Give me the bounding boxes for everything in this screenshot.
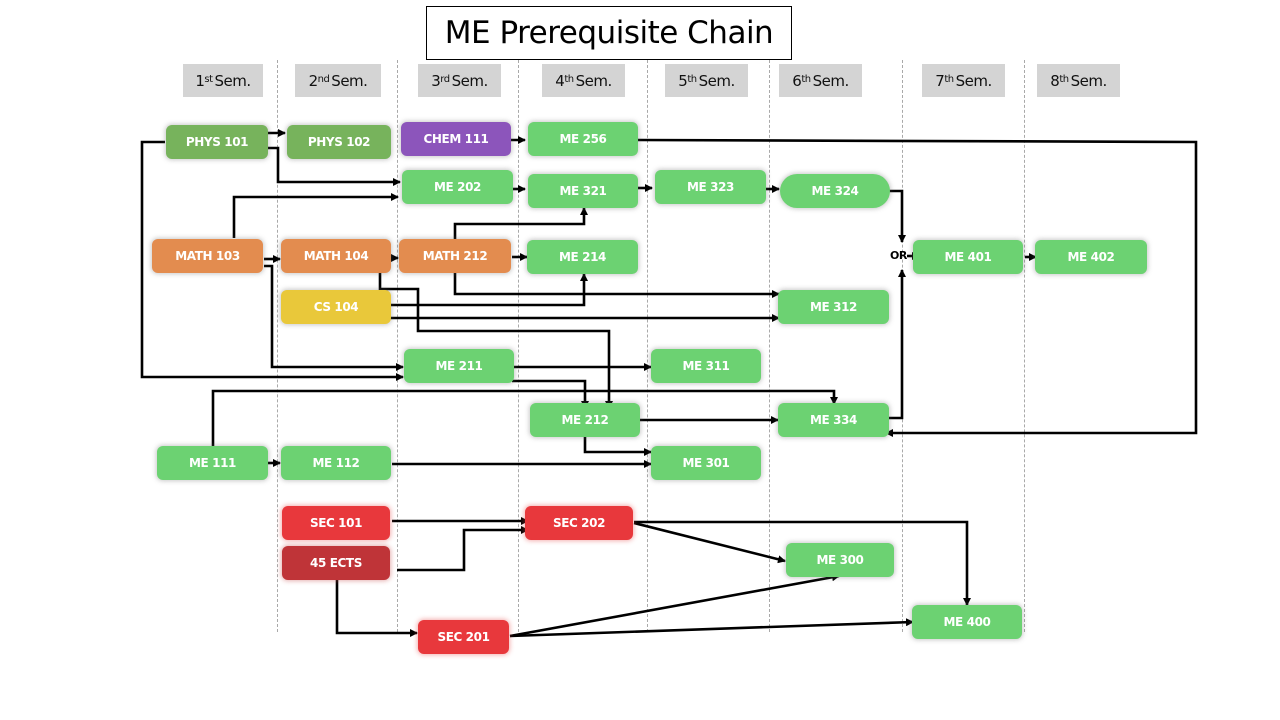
semester-number: 5 bbox=[678, 71, 688, 90]
semester-number: 3 bbox=[431, 71, 441, 90]
course-node-me402[interactable]: ME 402 bbox=[1035, 240, 1147, 274]
course-node-me202[interactable]: ME 202 bbox=[402, 170, 513, 204]
semester-number: 7 bbox=[935, 71, 945, 90]
edge-math212-me321 bbox=[453, 207, 588, 240]
course-node-me334[interactable]: ME 334 bbox=[778, 403, 889, 437]
course-node-phys101[interactable]: PHYS 101 bbox=[166, 125, 268, 159]
edge-sec201-me300 bbox=[509, 573, 840, 638]
edge-me256-me334 bbox=[637, 138, 1198, 437]
or-junction-label: OR bbox=[890, 249, 907, 262]
semester-divider bbox=[518, 60, 519, 632]
edge-sec201-me400 bbox=[509, 618, 914, 638]
edge-math103-me211 bbox=[264, 264, 404, 371]
course-node-math104[interactable]: MATH 104 bbox=[281, 239, 391, 273]
semester-label: Sem. bbox=[1070, 71, 1108, 90]
course-node-me256[interactable]: ME 256 bbox=[528, 122, 638, 156]
course-node-me323[interactable]: ME 323 bbox=[655, 170, 766, 204]
edge-ects45-sec201 bbox=[335, 579, 418, 637]
course-node-phys102[interactable]: PHYS 102 bbox=[287, 125, 391, 159]
course-node-sec202[interactable]: SEC 202 bbox=[525, 506, 633, 540]
course-node-me212[interactable]: ME 212 bbox=[530, 403, 640, 437]
semester-number: 2 bbox=[308, 71, 319, 90]
course-node-me211[interactable]: ME 211 bbox=[404, 349, 514, 383]
course-node-sec201[interactable]: SEC 201 bbox=[418, 620, 509, 654]
course-node-math212[interactable]: MATH 212 bbox=[399, 239, 511, 273]
course-node-me111[interactable]: ME 111 bbox=[157, 446, 268, 480]
edge-me324-or bbox=[889, 189, 906, 243]
semester-label: Sem. bbox=[812, 71, 850, 90]
semester-ordinal: th bbox=[564, 74, 574, 85]
course-node-me300[interactable]: ME 300 bbox=[786, 543, 894, 577]
semester-ordinal: th bbox=[1059, 74, 1069, 85]
semester-divider bbox=[769, 60, 770, 632]
course-node-me312[interactable]: ME 312 bbox=[778, 290, 889, 324]
course-node-sec101[interactable]: SEC 101 bbox=[282, 506, 390, 540]
semester-label: Sem. bbox=[214, 71, 252, 90]
course-node-me400[interactable]: ME 400 bbox=[912, 605, 1022, 639]
semester-divider bbox=[647, 60, 648, 632]
edge-ects45-sec202 bbox=[397, 526, 529, 572]
semester-ordinal: th bbox=[687, 74, 697, 85]
edge-me334-or bbox=[888, 269, 906, 420]
semester-ordinal: rd bbox=[440, 74, 450, 85]
semester-ordinal: th bbox=[944, 74, 954, 85]
semester-number: 8 bbox=[1050, 71, 1060, 90]
course-node-cs104[interactable]: CS 104 bbox=[281, 290, 391, 324]
semester-label: Sem. bbox=[331, 71, 368, 90]
edge-sec202-me300 bbox=[633, 521, 786, 564]
semester-divider bbox=[1024, 60, 1025, 632]
semester-number: 4 bbox=[555, 71, 565, 90]
edge-phys101-me202 bbox=[264, 146, 401, 186]
semester-ordinal: nd bbox=[317, 74, 330, 85]
semester-label: Sem. bbox=[451, 71, 489, 90]
course-node-me301[interactable]: ME 301 bbox=[651, 446, 761, 480]
course-node-me311[interactable]: ME 311 bbox=[651, 349, 761, 383]
edge-math104-me212 bbox=[378, 273, 613, 409]
semester-label: Sem. bbox=[955, 71, 993, 90]
semester-ordinal: st bbox=[204, 74, 213, 85]
semester-number: 1 bbox=[195, 71, 205, 90]
edge-math103-me202 bbox=[232, 193, 399, 238]
course-node-me321[interactable]: ME 321 bbox=[528, 174, 638, 208]
edge-cs104-me214 bbox=[390, 273, 588, 307]
course-node-chem111[interactable]: CHEM 111 bbox=[401, 122, 511, 156]
semester-divider bbox=[277, 60, 278, 632]
diagram-title: ME Prerequisite Chain bbox=[426, 6, 792, 60]
edge-me211-me212 bbox=[512, 379, 589, 409]
edge-math212-me312 bbox=[453, 273, 780, 298]
semester-divider bbox=[397, 60, 398, 632]
edge-sec202-me400 bbox=[634, 520, 971, 606]
semester-number: 6 bbox=[792, 71, 802, 90]
requirement-node-45-ects[interactable]: 45 ECTS bbox=[282, 546, 390, 580]
semester-ordinal: th bbox=[801, 74, 811, 85]
edge-phys101-me211 bbox=[140, 140, 404, 381]
course-node-me214[interactable]: ME 214 bbox=[527, 240, 638, 274]
course-node-me401[interactable]: ME 401 bbox=[913, 240, 1023, 274]
semester-label: Sem. bbox=[698, 71, 736, 90]
semester-label: Sem. bbox=[575, 71, 613, 90]
course-node-me324[interactable]: ME 324 bbox=[780, 174, 890, 208]
edge-me212-me301 bbox=[583, 437, 652, 456]
edge-me111-me334 bbox=[211, 389, 838, 446]
course-node-me112[interactable]: ME 112 bbox=[281, 446, 391, 480]
course-node-math103[interactable]: MATH 103 bbox=[152, 239, 263, 273]
